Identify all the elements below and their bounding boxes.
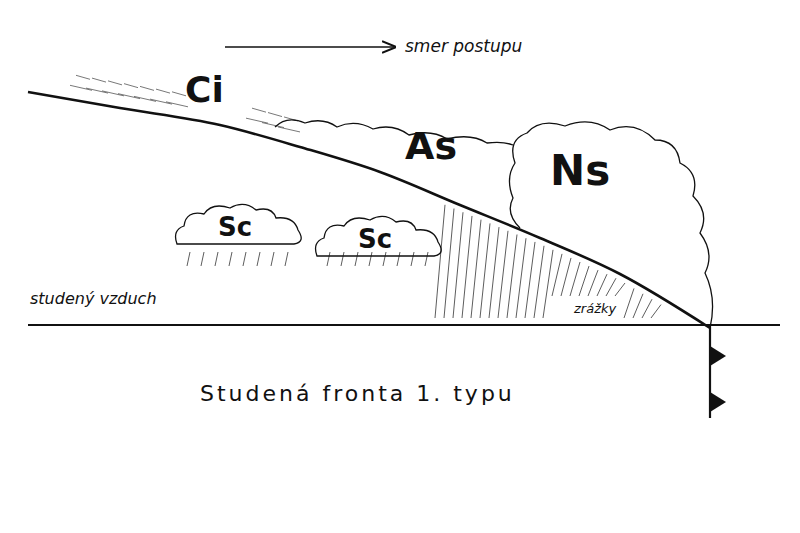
cloud-type-label: Sc <box>218 214 252 240</box>
precipitation-streak <box>489 227 499 318</box>
precipitation-streak <box>570 262 580 296</box>
precipitation-streak <box>229 252 232 266</box>
cirrus-wisp <box>92 78 106 82</box>
precipitation-streaks <box>187 205 661 318</box>
cloud-type-label: Ns <box>550 150 610 192</box>
direction-label: smer postupu <box>405 37 522 56</box>
cirrus-wisp <box>278 127 300 132</box>
cold-air-label: studený vzduch <box>30 290 157 308</box>
precipitation-streak <box>383 252 386 266</box>
cirrus-label: Ci <box>185 70 224 110</box>
cirrus-wisp <box>166 102 188 107</box>
precipitation-label: zrážky <box>572 302 618 316</box>
cirrus-wisp <box>268 113 282 117</box>
precipitation-streak <box>435 205 445 318</box>
cloud-type-label: Sc <box>358 226 392 252</box>
precipitation-streak <box>355 252 358 266</box>
precipitation-streak <box>597 274 607 296</box>
cirrus-wisp <box>70 85 92 90</box>
precipitation-streak <box>471 220 481 318</box>
cloud-type-label: As <box>405 127 457 165</box>
precipitation-streak <box>187 252 190 266</box>
cirrus-wisp <box>252 108 266 112</box>
precipitation-streak <box>552 254 562 296</box>
precipitation-streak <box>444 209 454 318</box>
precipitation-streak <box>543 250 553 318</box>
precipitation-streak <box>341 252 344 266</box>
precipitation-streak <box>215 252 218 266</box>
precipitation-streak <box>411 252 414 266</box>
precipitation-streak <box>243 252 246 266</box>
front-surface <box>28 92 710 328</box>
front-triangle <box>710 346 726 366</box>
precipitation-streak <box>453 212 463 318</box>
precipitation-streak <box>651 305 661 318</box>
precipitation-streak <box>624 288 634 318</box>
cloud-outline <box>275 115 515 215</box>
diagram-caption: Studená fronta 1. typu <box>200 382 515 406</box>
cirrus-wisp <box>172 92 186 96</box>
cirrus-wisp <box>76 75 90 79</box>
cirrus-wisp <box>140 86 154 90</box>
precipitation-streak <box>525 242 535 318</box>
precipitation-streak <box>397 252 400 266</box>
precipitation-streak <box>498 231 508 318</box>
cloud-outline-path <box>176 204 302 244</box>
ground-line <box>28 324 780 326</box>
precipitation-streak <box>579 266 589 296</box>
cirrus-wisp <box>124 84 138 88</box>
altostratus-cloud: As <box>275 115 515 215</box>
cloud-outline-path <box>316 216 442 256</box>
precipitation-streak <box>425 252 428 266</box>
cirrus-wisp <box>102 91 124 96</box>
direction-arrow <box>225 46 395 48</box>
cirrus-wisp <box>108 81 122 85</box>
front-triangle <box>710 392 726 412</box>
precipitation-streak <box>588 270 598 296</box>
precipitation-streak <box>642 299 652 318</box>
stratocumulus-cloud: Sc <box>172 200 307 248</box>
cirrus-wisp <box>246 118 268 123</box>
stratocumulus-cloud: Sc <box>312 212 447 260</box>
precipitation-streak <box>534 246 544 318</box>
nimbostratus-cloud: Ns <box>505 118 715 328</box>
cloud-outline-path <box>275 120 513 145</box>
precipitation-streak <box>257 252 260 266</box>
precipitation-streak <box>480 223 490 318</box>
precipitation-streak <box>606 278 616 296</box>
cirrus-wisp <box>150 99 172 104</box>
precipitation-streak <box>615 283 625 296</box>
precipitation-streak <box>285 252 288 266</box>
cirrus-wisp <box>118 94 140 99</box>
precipitation-streak <box>327 252 330 266</box>
cirrus-wisp <box>86 88 108 93</box>
cirrus-wisp <box>156 89 170 93</box>
precipitation-streak <box>507 235 517 318</box>
cloud-outline-path <box>509 122 712 328</box>
precipitation-streak <box>369 252 372 266</box>
precipitation-streak <box>201 252 204 266</box>
precipitation-streak <box>271 252 274 266</box>
precipitation-streak <box>633 294 643 318</box>
precipitation-streak <box>516 238 526 318</box>
cirrus-wisp <box>134 96 156 101</box>
precipitation-streak <box>561 258 571 296</box>
precipitation-streak <box>462 216 472 318</box>
